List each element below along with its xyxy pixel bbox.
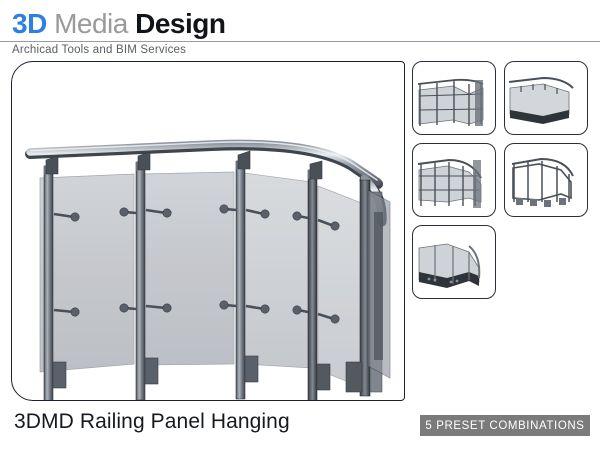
preset-2-icon [508, 76, 574, 124]
preset-3-icon [417, 158, 482, 208]
logo-text-media: Media [46, 8, 136, 39]
preset-5-icon [418, 243, 481, 288]
logo-text-design: Design [135, 8, 226, 39]
main-render-panel[interactable] [11, 61, 405, 401]
brand-tagline: Archicad Tools and BIM Services [12, 44, 187, 56]
preset-4-icon [511, 157, 574, 207]
logo-text-3d: 3D [12, 8, 47, 39]
thumbnail-preset-5[interactable] [412, 225, 496, 299]
thumbnail-preset-4[interactable] [504, 143, 588, 217]
header-divider [0, 41, 600, 42]
brand-logo: 3D Media Design [12, 8, 226, 40]
page-header: 3D Media Design Archicad Tools and BIM S… [0, 0, 600, 60]
page-title: 3DMD Railing Panel Hanging [14, 410, 290, 433]
thumbnail-preset-2[interactable] [504, 61, 588, 135]
railing-render-image [25, 139, 391, 400]
preset-count-badge: 5 PRESET COMBINATIONS [420, 415, 590, 436]
preset-thumbnail-grid [412, 61, 590, 311]
thumbnail-preset-1[interactable] [412, 61, 496, 135]
badge-label: 5 PRESET COMBINATIONS [425, 419, 585, 432]
thumbnail-preset-3[interactable] [412, 143, 496, 217]
preset-1-icon [417, 78, 484, 126]
